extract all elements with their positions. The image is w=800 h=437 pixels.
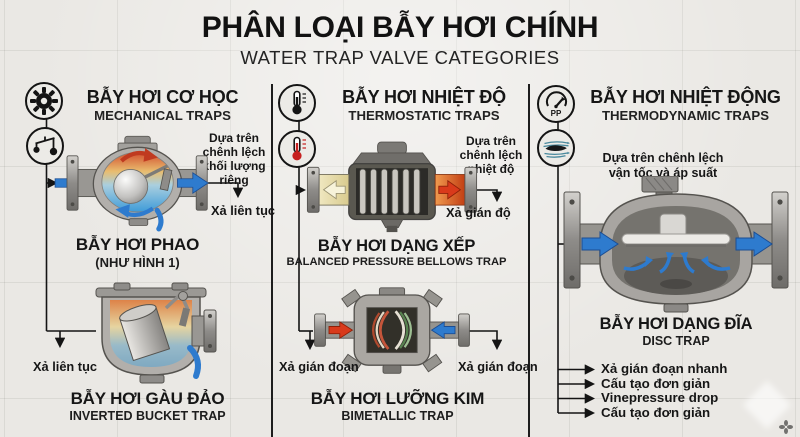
trap-name: BẪY HƠI GÀU ĐẢO xyxy=(70,389,225,408)
column-heading-en: MECHANICAL TRAPS xyxy=(94,108,231,123)
column-header-thermodynamic: BẪY HƠI NHIỆT ĐỘNG THERMODYNAMIC TRAPS xyxy=(583,87,788,123)
bellows-trap-label: BẪY HƠI DẠNG XẾP BALANCED PRESSURE BELLO… xyxy=(284,237,509,268)
column-heading: BẪY HƠI NHIỆT ĐỘ xyxy=(342,87,506,107)
trap-subname: BIMETALLIC TRAP xyxy=(341,409,454,423)
principle-note-thermodynamic: Dựa trên chênh lệch vận tốc và áp suất xyxy=(602,151,724,180)
column-header-thermostatic: BẪY HƠI NHIỆT ĐỘ THERMOSTATIC TRAPS xyxy=(324,87,524,123)
column-heading: BẪY HƠI NHIỆT ĐỘNG xyxy=(590,87,781,107)
trap-subname: DISC TRAP xyxy=(642,334,710,348)
trap-subname: INVERTED BUCKET TRAP xyxy=(69,409,226,423)
trap-subname: (NHƯ HÌNH 1) xyxy=(95,255,180,270)
feature-item: Xả gián đoạn nhanh xyxy=(601,361,728,376)
thermometer-icon xyxy=(278,84,316,122)
pressure-gauge-icon: PP xyxy=(537,85,575,123)
float-trap-diagram xyxy=(54,135,209,232)
float-trap-label: BẪY HƠI PHAO (NHƯ HÌNH 1) xyxy=(50,235,225,270)
principle-note-thermostatic: Dựa trên chênh lệch nhiệt độ xyxy=(459,134,523,177)
feature-item: Cấu tạo đơn giản xyxy=(601,404,711,420)
airflow-icon xyxy=(537,129,575,167)
feature-item: Cấu tạo đơn giản xyxy=(601,375,711,391)
column-heading: BẪY HƠI CƠ HỌC xyxy=(86,87,239,107)
column-heading-en: THERMODYNAMIC TRAPS xyxy=(601,108,770,123)
trap-name: BẪY HƠI DẠNG XẾP xyxy=(317,237,476,255)
trap-name: BẪY HƠI LƯỠNG KIM xyxy=(310,389,485,408)
page-title: PHÂN LOẠI BẪY HƠI CHÍNH xyxy=(201,11,599,44)
inverted-bucket-trap-diagram xyxy=(95,282,217,384)
feature-item: Vinepressure drop xyxy=(601,390,719,405)
title-block: PHÂN LOẠI BẪY HƠI CHÍNH WATER TRAP VALVE… xyxy=(0,11,800,69)
disc-trap-diagram xyxy=(563,176,789,313)
bimetallic-trap-diagram xyxy=(314,287,470,374)
disc-trap-feature-list: Xả gián đoạn nhanh Cấu tạo đơn giản Vine… xyxy=(601,361,728,420)
logo-mark xyxy=(779,420,793,434)
column-divider xyxy=(528,84,530,437)
discharge-label: Xả gián độ xyxy=(446,205,511,220)
discharge-label: Xả liên tục xyxy=(211,203,276,218)
bucket-trap-label: BẪY HƠI GÀU ĐẢO INVERTED BUCKET TRAP xyxy=(40,389,255,423)
trap-name: BẪY HƠI PHAO xyxy=(75,235,200,254)
bimetallic-trap-label: BẪY HƠI LƯỠNG KIM BIMETALLIC TRAP xyxy=(290,389,505,423)
page-subtitle: WATER TRAP VALVE CATEGORIES xyxy=(240,47,560,68)
disc-trap-label: BẪY HƠI DẠNG ĐĨA DISC TRAP xyxy=(586,315,766,348)
bellows-trap-diagram xyxy=(306,141,478,233)
discharge-label: Xả gián đoạn xyxy=(279,359,359,374)
column-divider xyxy=(271,84,273,437)
thermometer-red-icon xyxy=(278,130,316,168)
balance-scale-icon xyxy=(26,127,64,165)
gauge-label: PP xyxy=(551,109,562,118)
gear-icon xyxy=(25,82,63,120)
discharge-label: Xả gián đoạn xyxy=(458,359,538,374)
column-heading-en: THERMOSTATIC TRAPS xyxy=(348,108,500,123)
principle-note-mechanical: Dựa trên chênh lệch khối lượng riêng xyxy=(202,131,266,188)
trap-subname: BALANCED PRESSURE BELLOWS TRAP xyxy=(286,256,507,268)
trap-name: BẪY HƠI DẠNG ĐĨA xyxy=(599,315,753,333)
discharge-label: Xả liên tục xyxy=(33,359,98,374)
column-header-mechanical: BẪY HƠI CƠ HỌC MECHANICAL TRAPS xyxy=(70,87,255,123)
